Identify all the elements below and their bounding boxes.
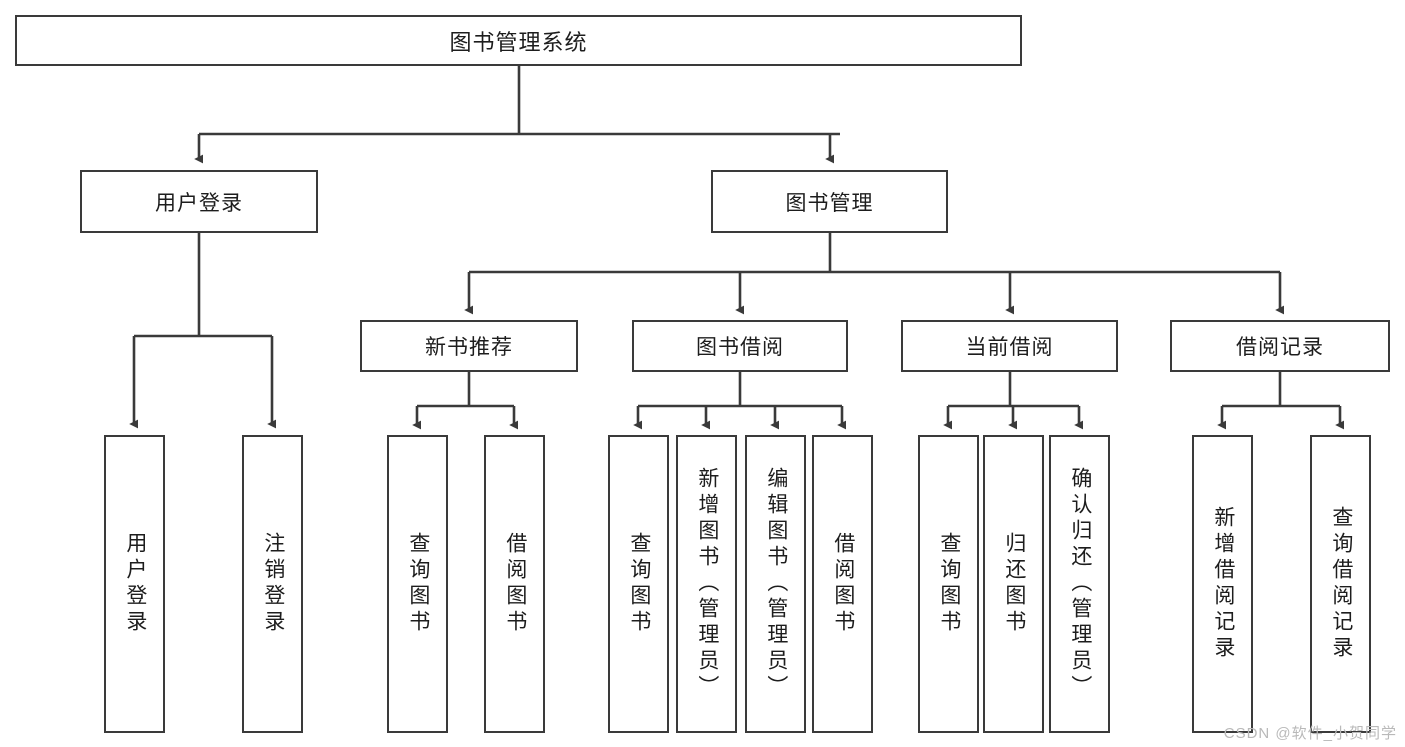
leaf-logout-login-label: 注销登录 (261, 532, 285, 636)
node-borrow-record-label: 借阅记录 (1236, 336, 1324, 359)
leaf-add-record-label: 新增借阅记录 (1211, 506, 1235, 662)
leaf-query-book-2-label: 查询图书 (627, 532, 651, 636)
leaf-query-book-1-label: 查询图书 (406, 532, 430, 636)
node-new-book-recommend-label: 新书推荐 (425, 336, 513, 359)
leaf-query-book-3[interactable]: 查询图书 (918, 435, 979, 733)
leaf-query-record[interactable]: 查询借阅记录 (1310, 435, 1371, 733)
leaf-borrow-book-2-label: 借阅图书 (831, 532, 855, 636)
node-book-manage[interactable]: 图书管理 (711, 170, 948, 233)
leaf-add-book-label: 新增图书（管理员） (695, 467, 719, 701)
node-current-borrow-label: 当前借阅 (965, 336, 1054, 359)
leaf-edit-book[interactable]: 编辑图书（管理员） (745, 435, 806, 733)
node-current-borrow[interactable]: 当前借阅 (901, 320, 1118, 372)
leaf-add-record[interactable]: 新增借阅记录 (1192, 435, 1253, 733)
leaf-borrow-book-1[interactable]: 借阅图书 (484, 435, 545, 733)
leaf-return-book-label: 归还图书 (1002, 532, 1026, 636)
leaf-add-book[interactable]: 新增图书（管理员） (676, 435, 737, 733)
node-book-borrow-label: 图书借阅 (696, 336, 784, 359)
node-book-borrow[interactable]: 图书借阅 (632, 320, 848, 372)
node-root[interactable]: 图书管理系统 (15, 15, 1022, 66)
leaf-confirm-return[interactable]: 确认归还（管理员） (1049, 435, 1110, 733)
leaf-logout-login[interactable]: 注销登录 (242, 435, 303, 733)
leaf-user-login[interactable]: 用户登录 (104, 435, 165, 733)
node-book-manage-label: 图书管理 (785, 191, 874, 215)
node-new-book-recommend[interactable]: 新书推荐 (360, 320, 578, 372)
leaf-return-book[interactable]: 归还图书 (983, 435, 1044, 733)
node-root-label: 图书管理系统 (449, 29, 588, 55)
leaf-user-login-label: 用户登录 (123, 532, 147, 636)
leaf-query-book-1[interactable]: 查询图书 (387, 435, 448, 733)
leaf-query-book-2[interactable]: 查询图书 (608, 435, 669, 733)
node-user-login[interactable]: 用户登录 (80, 170, 318, 233)
leaf-query-book-3-label: 查询图书 (937, 532, 961, 636)
node-borrow-record[interactable]: 借阅记录 (1170, 320, 1390, 372)
leaf-borrow-book-1-label: 借阅图书 (503, 532, 527, 636)
leaf-confirm-return-label: 确认归还（管理员） (1068, 467, 1092, 701)
leaf-query-record-label: 查询借阅记录 (1329, 506, 1353, 662)
leaf-borrow-book-2[interactable]: 借阅图书 (812, 435, 873, 733)
leaf-edit-book-label: 编辑图书（管理员） (764, 467, 788, 701)
node-user-login-label: 用户登录 (155, 191, 243, 215)
